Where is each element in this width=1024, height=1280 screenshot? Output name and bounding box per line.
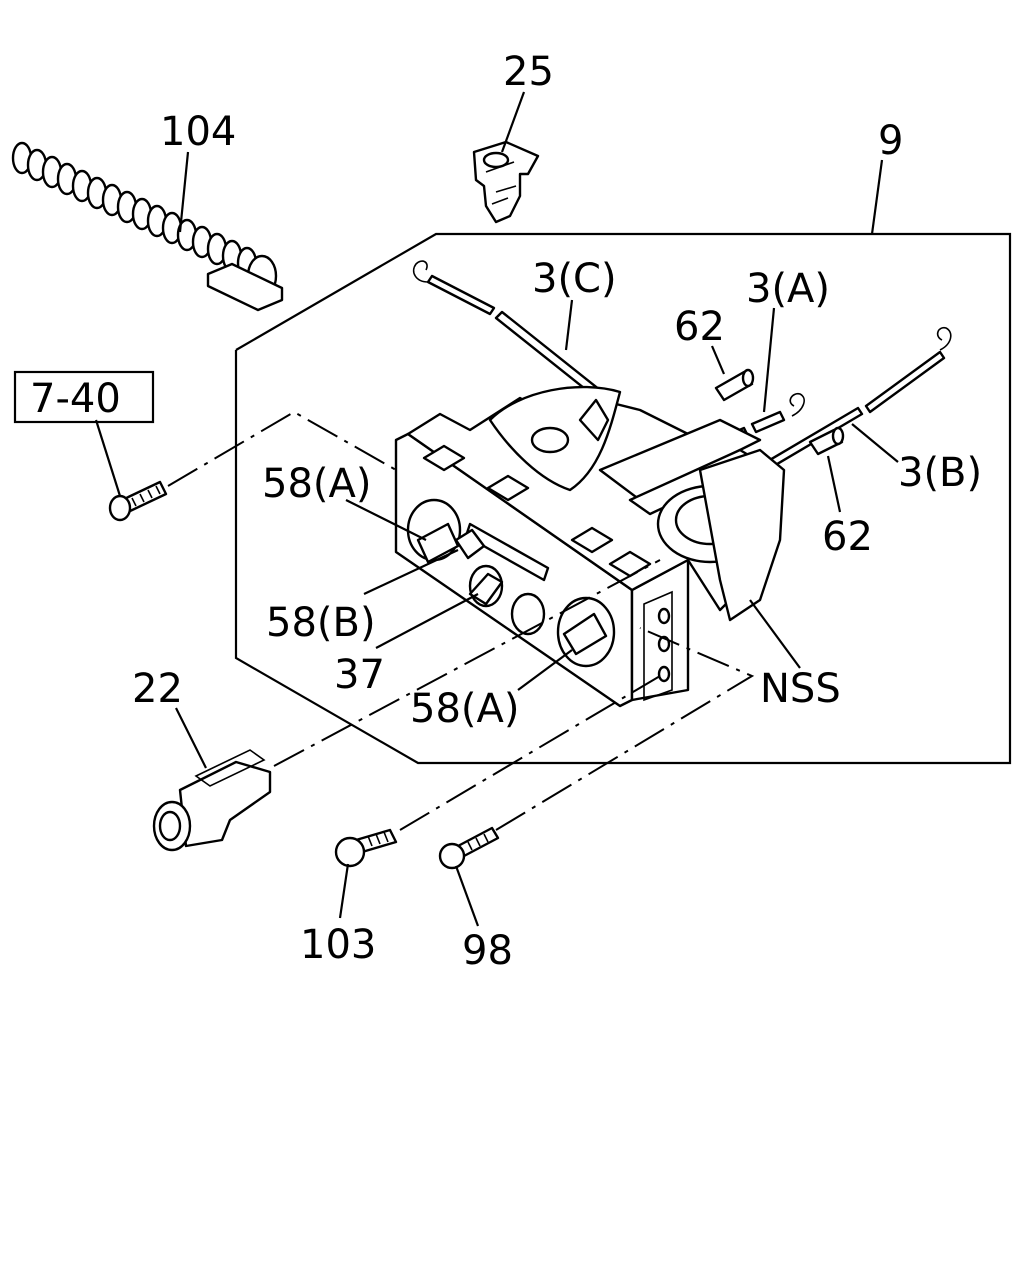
leader-25	[500, 91, 526, 153]
callout-3c: 3(C)	[532, 256, 617, 302]
part-25-clip[interactable]	[472, 140, 540, 224]
leader-37	[375, 593, 479, 649]
callout-9: 9	[878, 118, 903, 164]
callout-103: 103	[300, 922, 376, 968]
callout-25: 25	[503, 49, 554, 95]
part-62-pin-upper[interactable]	[714, 368, 755, 402]
heater-control-assembly[interactable]	[394, 385, 786, 708]
callout-3b: 3(B)	[898, 450, 982, 496]
leader-3b	[851, 423, 899, 463]
callout-box-7-40	[13, 370, 155, 424]
leader-58a1	[345, 499, 427, 541]
part-98-screw[interactable]	[438, 826, 500, 870]
install-line-7-40	[167, 410, 397, 487]
leader-103	[338, 863, 350, 919]
part-7-40-screw[interactable]	[108, 480, 168, 522]
assembly-frame-9	[234, 232, 1012, 765]
callout-62-upper: 62	[674, 304, 725, 350]
callout-7-40: 7-40	[30, 376, 121, 422]
leader-22	[175, 707, 207, 769]
leader-62b	[826, 455, 842, 513]
part-22-switch[interactable]	[152, 749, 272, 852]
callout-98: 98	[462, 928, 513, 974]
install-line-103	[399, 675, 661, 831]
callout-58a-right: 58(A)	[410, 686, 519, 732]
leader-nss	[749, 599, 801, 669]
callout-58b: 58(B)	[266, 600, 376, 646]
leader-3c	[564, 299, 574, 351]
part-103-screw[interactable]	[334, 828, 398, 868]
callout-22: 22	[132, 666, 183, 712]
callout-62-lower: 62	[822, 514, 873, 560]
install-line-98	[495, 627, 755, 831]
callout-104: 104	[160, 109, 236, 155]
leader-104	[178, 151, 190, 233]
leader-58a2	[517, 649, 573, 691]
leader-58b	[363, 549, 459, 595]
callout-58a-left: 58(A)	[262, 461, 371, 507]
leader-3a	[762, 307, 776, 413]
callout-nss: NSS	[760, 666, 841, 712]
leader-62a	[710, 345, 726, 375]
leader-7-40	[94, 419, 122, 497]
install-line-22	[273, 559, 661, 767]
leader-9	[870, 159, 884, 235]
callout-37: 37	[334, 652, 385, 698]
leader-98	[454, 865, 480, 927]
callout-3a: 3(A)	[746, 266, 830, 312]
part-104-corrugated-tube[interactable]	[11, 141, 284, 312]
part-62-pin-lower[interactable]	[808, 426, 845, 456]
